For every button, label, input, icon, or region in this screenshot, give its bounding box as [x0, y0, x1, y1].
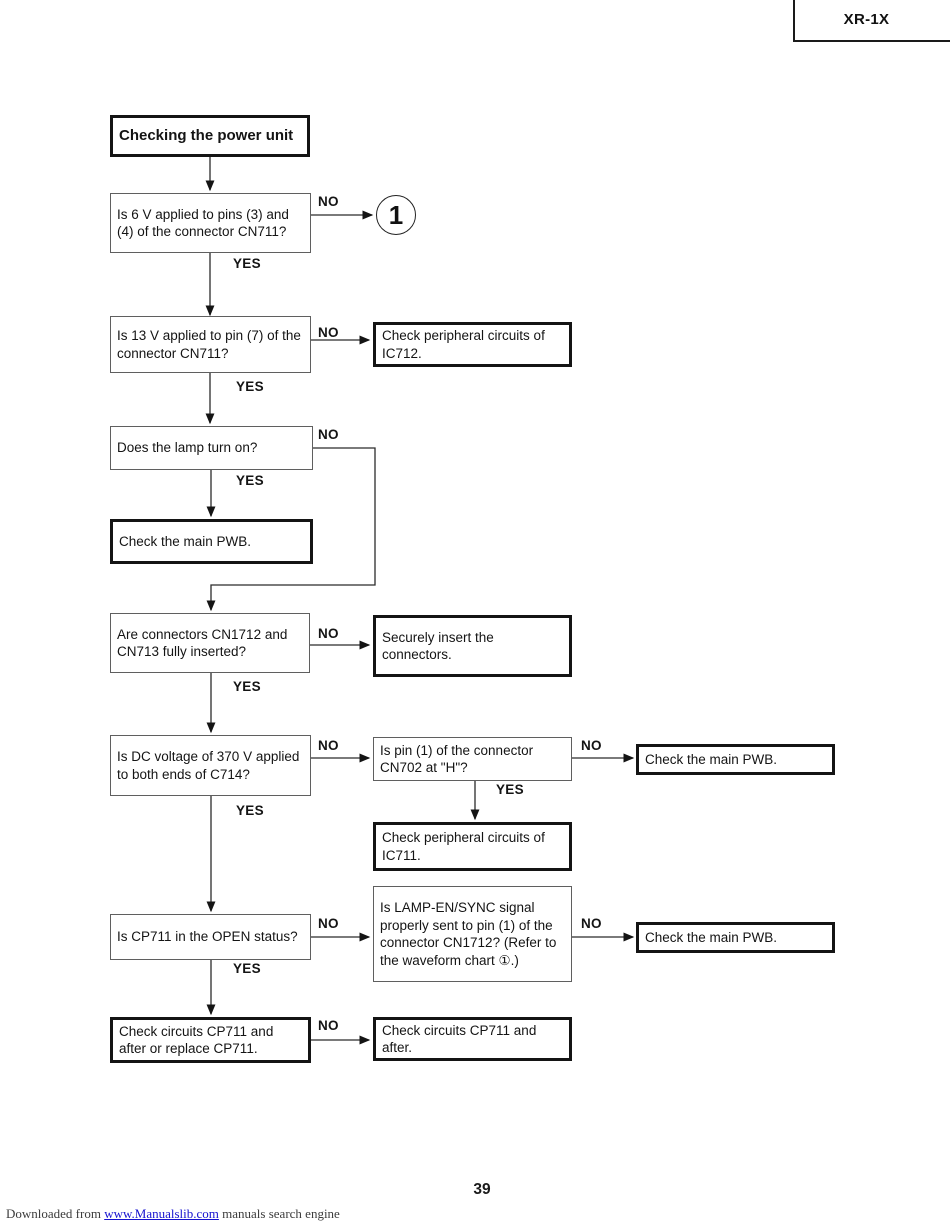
no-label-9: NO — [318, 1018, 339, 1033]
decision-6v-cn711: Is 6 V applied to pins (3) and (4) of th… — [110, 193, 311, 253]
decision-lamp-en-sync: Is LAMP-EN/SYNC signal properly sent to … — [373, 886, 572, 982]
footer-suffix: manuals search engine — [218, 1206, 340, 1221]
decision-lamp-on: Does the lamp turn on? — [110, 426, 313, 470]
no-label-3: NO — [318, 427, 339, 442]
action-check-ic711: Check peripheral circuits of IC711. — [373, 822, 572, 871]
decision-cn702-high: Is pin (1) of the connector CN702 at "H"… — [373, 737, 572, 781]
offpage-connector-1: 1 — [376, 195, 416, 235]
decision-cp711-open: Is CP711 in the OPEN status? — [110, 914, 311, 960]
download-footer: Downloaded from www.Manualslib.com manua… — [6, 1206, 340, 1222]
decision-connectors-inserted: Are connectors CN1712 and CN713 fully in… — [110, 613, 310, 673]
no-label-8: NO — [581, 916, 602, 931]
no-label-4: NO — [318, 626, 339, 641]
page-number: 39 — [473, 1181, 491, 1198]
action-insert-connectors: Securely insert the connectors. — [373, 615, 572, 677]
action-cp711-replace: Check circuits CP711 and after or replac… — [110, 1017, 311, 1063]
no-label-7: NO — [318, 916, 339, 931]
action-cp711-after: Check circuits CP711 and after. — [373, 1017, 572, 1061]
action-check-main-pwb-2: Check the main PWB. — [636, 744, 835, 775]
action-check-main-pwb-1: Check the main PWB. — [110, 519, 313, 564]
yes-label-4: YES — [233, 679, 261, 694]
decision-13v-cn711: Is 13 V applied to pin (7) of the connec… — [110, 316, 311, 373]
no-label-2: NO — [318, 325, 339, 340]
manualslib-link[interactable]: www.Manualslib.com — [104, 1206, 219, 1221]
flow-title-box: Checking the power unit — [110, 115, 310, 157]
yes-label-5: YES — [236, 803, 264, 818]
yes-label-1: YES — [233, 256, 261, 271]
yes-label-2: YES — [236, 379, 264, 394]
no-label-6: NO — [581, 738, 602, 753]
yes-label-3: YES — [236, 473, 264, 488]
model-label-box: XR-1X — [793, 0, 950, 42]
action-check-main-pwb-3: Check the main PWB. — [636, 922, 835, 953]
yes-label-7: YES — [233, 961, 261, 976]
action-check-ic712: Check peripheral circuits of IC712. — [373, 322, 572, 367]
yes-label-6: YES — [496, 782, 524, 797]
model-label: XR-1X — [843, 10, 890, 28]
no-label-1: NO — [318, 194, 339, 209]
footer-prefix: Downloaded from — [6, 1206, 105, 1221]
decision-370v-c714: Is DC voltage of 370 V applied to both e… — [110, 735, 311, 796]
no-label-5: NO — [318, 738, 339, 753]
